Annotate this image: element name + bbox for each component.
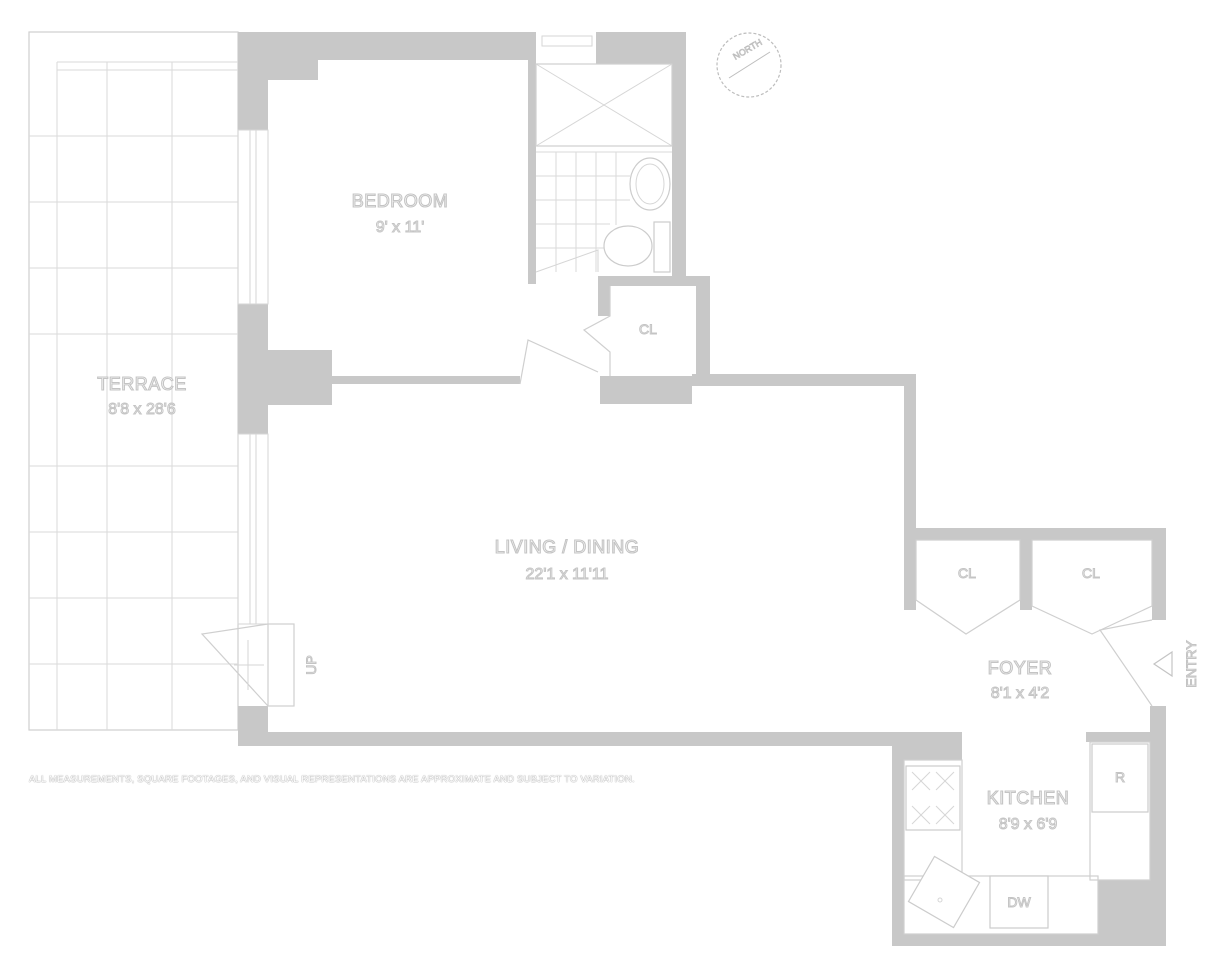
- stairs-up-label: UP: [303, 655, 319, 674]
- wall-living-east: [904, 374, 916, 542]
- wall-closet-bottom: [600, 376, 692, 404]
- sink: [629, 157, 671, 211]
- terrace-paver-grid: [29, 61, 238, 730]
- bedroom: BEDROOM 9' x 11': [351, 190, 599, 385]
- terrace-step: [267, 623, 295, 707]
- kitchen-name: KITCHEN: [987, 788, 1070, 808]
- living-dining: LIVING / DINING 22'1 x 11'11: [494, 536, 640, 583]
- toilet-tank: [653, 221, 671, 273]
- wall-foyer-east-top: [1152, 540, 1166, 620]
- wall-foyer-north: [904, 528, 1166, 540]
- foyer-dimensions: 8'1 x 4'2: [991, 685, 1050, 702]
- wall-bedroom-south: [332, 376, 520, 384]
- wall-bath-west: [528, 32, 536, 284]
- bathroom: [535, 63, 673, 273]
- kitchen-dimensions: 8'9 x 6'9: [999, 816, 1058, 833]
- foyer-closet-left: [915, 539, 1021, 635]
- entry-door: [1098, 619, 1153, 707]
- compass-icon: NORTH: [716, 32, 782, 98]
- wall-north-pier: [268, 60, 318, 80]
- dishwasher-label: DW: [1007, 894, 1031, 910]
- shower: [535, 63, 673, 147]
- bedroom-door: [519, 339, 599, 385]
- wall-north-bath: [596, 32, 686, 64]
- terrace-dimensions: 8'8 x 28'6: [108, 401, 176, 418]
- wall-foyer-closet-b: [1020, 540, 1032, 610]
- toilet: [603, 225, 653, 267]
- wall-living-north: [692, 374, 916, 386]
- wall-kitchen-se: [1098, 880, 1152, 934]
- wall-foyer-closet-a: [904, 540, 916, 610]
- living-name: LIVING / DINING: [495, 537, 640, 557]
- wall-north-bedroom: [268, 32, 528, 60]
- stove: [905, 765, 961, 831]
- entry-label: ENTRY: [1183, 640, 1199, 688]
- wall-west-top: [238, 32, 268, 130]
- entry-arrow-icon: [1152, 650, 1173, 678]
- terrace: TERRACE 8'8 x 28'6: [28, 31, 239, 731]
- wall-closet-right: [696, 276, 710, 376]
- windows: [237, 35, 593, 625]
- wall-living-south: [238, 732, 892, 746]
- foyer-name: FOYER: [988, 658, 1053, 678]
- wall-west-mid: [238, 304, 268, 434]
- foyer: CL CL FOYER 8'1 x 4'2 ENTRY: [915, 539, 1200, 707]
- terrace-door: UP: [200, 623, 320, 707]
- wall-column: [268, 350, 332, 405]
- wall-closet-top: [598, 276, 710, 286]
- kitchen-counter-east: [1089, 741, 1151, 881]
- bath-door: [535, 249, 599, 273]
- kitchen: DW R KITCHEN 8'9 x 6'9: [903, 741, 1151, 935]
- wall-kitchen-east: [1150, 706, 1166, 946]
- refrigerator-label: R: [1115, 769, 1125, 785]
- bedroom-dimensions: 9' x 11': [376, 219, 425, 236]
- kitchen-sink: [907, 855, 981, 929]
- foyer-closet-left-label: CL: [958, 565, 976, 581]
- foyer-closet-right: [1031, 539, 1153, 635]
- terrace-name: TERRACE: [97, 374, 187, 394]
- living-dimensions: 22'1 x 11'11: [526, 566, 609, 583]
- dishwasher: [989, 875, 1049, 929]
- wall-closet-left: [598, 276, 610, 316]
- wall-kitchen-south: [892, 934, 1166, 946]
- wall-kitchen-ne: [1086, 732, 1150, 742]
- bedroom-closet-label: CL: [639, 321, 657, 337]
- wall-bath-east: [672, 64, 686, 276]
- walls: [238, 32, 1166, 946]
- refrigerator: [1091, 743, 1149, 813]
- bedroom-closet: CL: [582, 286, 658, 376]
- bedroom-name: BEDROOM: [352, 191, 449, 211]
- wall-kitchen-west: [892, 746, 904, 946]
- disclaimer: ALL MEASUREMENTS, SQUARE FOOTAGES, AND V…: [29, 774, 635, 785]
- bath-tile-grid: [536, 151, 672, 272]
- foyer-closet-right-label: CL: [1082, 565, 1100, 581]
